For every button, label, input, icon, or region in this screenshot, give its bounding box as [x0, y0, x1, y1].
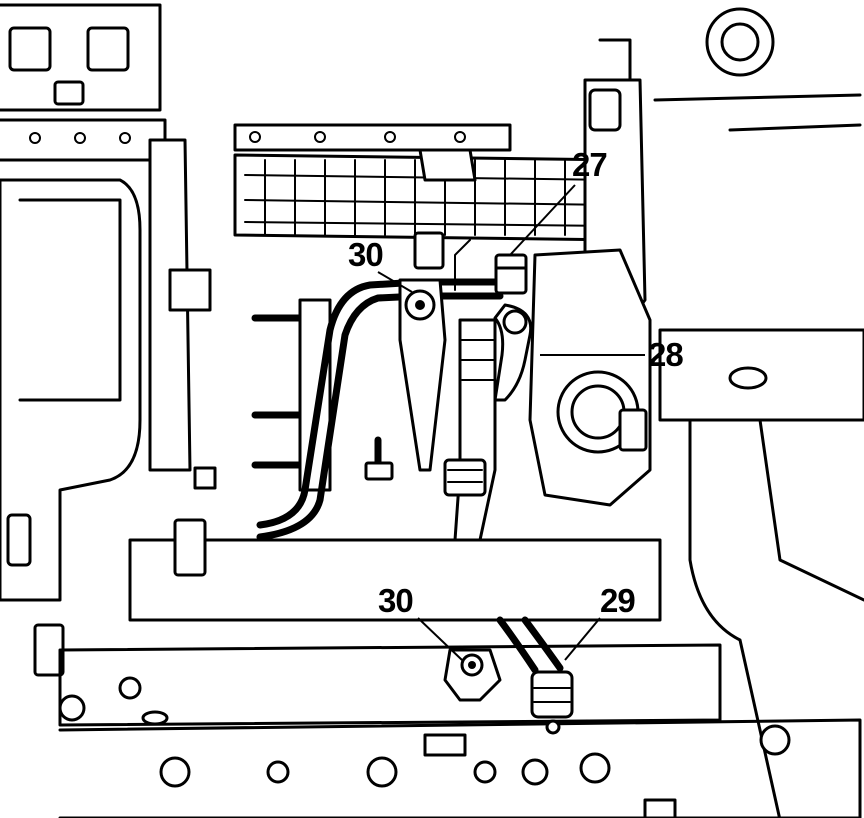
- callout-29: 29: [600, 582, 636, 619]
- engine-block-top-left: [0, 3, 167, 162]
- engine-mount-left: [0, 138, 212, 602]
- callout-leaders: [377, 184, 645, 661]
- oil-pan: [58, 643, 862, 818]
- oil-return-hose: [443, 303, 533, 542]
- callout-30-upper: 30: [348, 236, 384, 273]
- mounting-studs: [251, 298, 332, 492]
- oil-cooler-grid: [233, 123, 627, 242]
- center-stud: [193, 436, 394, 490]
- oil-feed-pipe: [256, 231, 504, 541]
- turbo-housing: [528, 248, 652, 507]
- banjo-bolt: [494, 253, 528, 295]
- subframe-beam: [33, 518, 662, 677]
- hollow-bolt-lower: [443, 648, 502, 702]
- callout-30-lower: 30: [378, 582, 414, 619]
- right-cross-member: [658, 328, 864, 818]
- oil-drain-pipe: [496, 616, 574, 735]
- hollow-bolt-upper: [398, 278, 447, 472]
- callout-27: 27: [572, 146, 608, 183]
- callout-28: 28: [648, 336, 684, 373]
